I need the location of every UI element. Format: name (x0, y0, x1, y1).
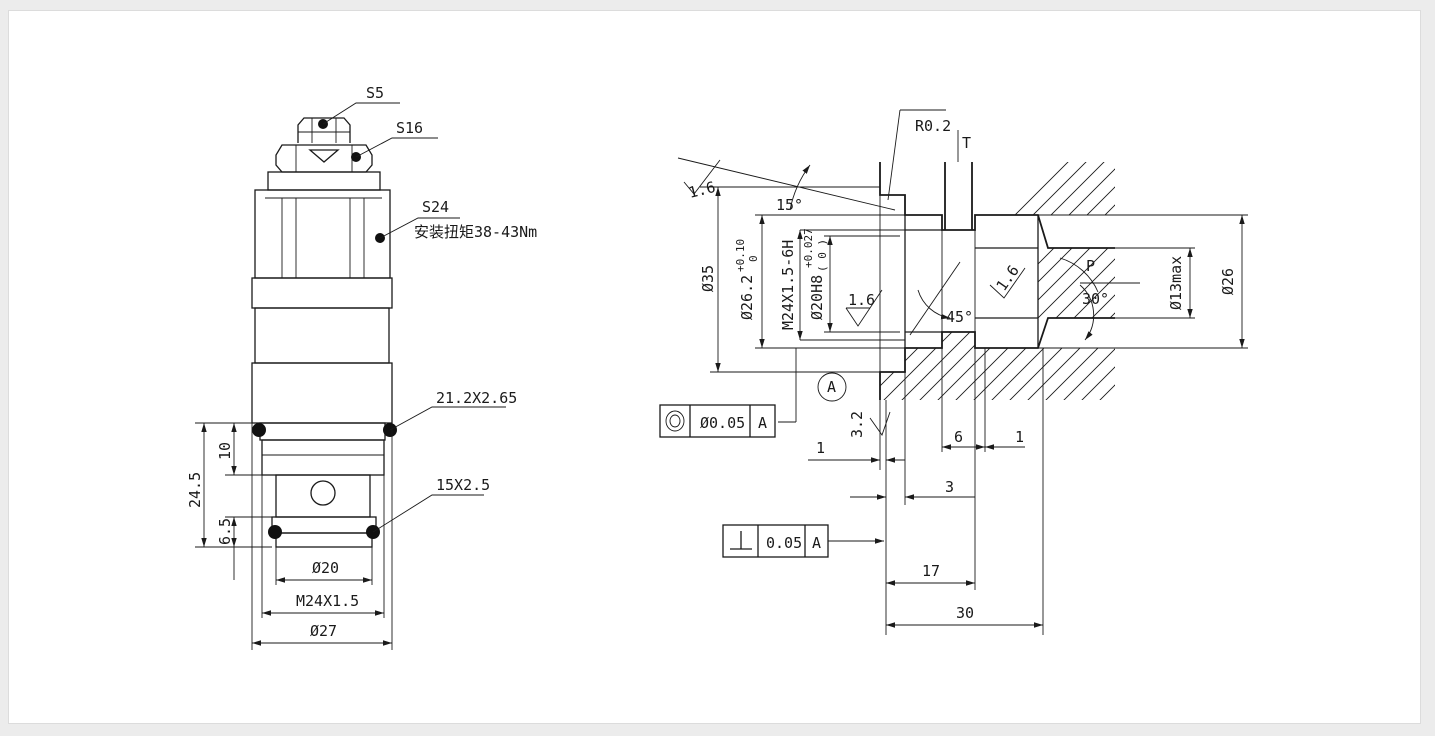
label-angle-15: 15° (776, 196, 803, 214)
dim-d26-2: Ø26.2 (738, 275, 756, 320)
dim-tol-20-lower: ( 0 ) (816, 239, 829, 272)
section-hatch-line (1126, 150, 1386, 410)
dim-len-17: 17 (922, 562, 940, 580)
label-datum-a: A (827, 378, 836, 396)
tol-frame2-value: 0.05 (766, 534, 802, 552)
section-hatch-line (1107, 162, 1115, 400)
section-hatch-line (1017, 162, 1115, 400)
cartridge-valve-view: S5 S16 S24 安装扭矩38-43Nm 21.2X2.65 15X2.5 … (186, 84, 537, 650)
dim-tol-26-lower: 0 (747, 255, 760, 262)
dim-len-30: 30 (956, 604, 974, 622)
section-hatch-line (1162, 150, 1422, 410)
section-hatch-line (1053, 162, 1115, 400)
dim-len-6: 6 (954, 428, 963, 446)
dim-d20h8: Ø20H8 (808, 275, 826, 320)
section-hatch-line (1071, 162, 1115, 400)
dim-len-24-5: 24.5 (186, 472, 204, 508)
tol-frame1-datum: A (758, 414, 767, 432)
dim-d13max: Ø13max (1167, 256, 1185, 310)
label-torque: 安装扭矩38-43Nm (414, 223, 537, 241)
label-s5: S5 (366, 84, 384, 102)
dim-tol-26-upper: +0.10 (734, 239, 747, 272)
drawing-sheet (8, 10, 1421, 724)
dim-len-6-5: 6.5 (216, 518, 234, 545)
section-hatch-line (945, 162, 1115, 400)
label-roughness-4: 3.2 (848, 411, 866, 438)
section-hatch-line (880, 162, 1115, 400)
label-port-t: T (962, 134, 971, 152)
label-angle-30: 30° (1082, 290, 1109, 308)
dim-d27: Ø27 (310, 622, 337, 640)
label-angle-45: 45° (946, 308, 973, 326)
dim-len-1a: 1 (816, 439, 825, 457)
label-oring-lower: 15X2.5 (436, 476, 490, 494)
tol-frame1-value: Ø0.05 (700, 414, 745, 432)
label-radius: R0.2 (915, 117, 951, 135)
dim-d20: Ø20 (312, 559, 339, 577)
section-hatch-line (880, 162, 1099, 400)
dim-tol-20-upper: +0.027 (802, 228, 815, 268)
label-roughness-3: 1.6 (993, 262, 1023, 295)
section-hatch-line (891, 162, 1115, 400)
section-hatch-line (880, 162, 1081, 400)
dim-len-3: 3 (945, 478, 954, 496)
section-hatch-line (981, 162, 1115, 400)
tol-frame2-datum: A (812, 534, 821, 552)
label-oring-upper: 21.2X2.65 (436, 389, 517, 407)
dim-thread: M24X1.5 (296, 592, 359, 610)
label-s24: S24 (422, 198, 449, 216)
dim-d35: Ø35 (699, 265, 717, 292)
label-roughness-2: 1.6 (848, 291, 875, 309)
dim-thread-6h: M24X1.5-6H (779, 240, 797, 330)
section-hatch-line (1035, 162, 1115, 400)
section-hatch-line (927, 162, 1115, 400)
cavity-section-view: R0.2 T P 15° 45° 30° 1.6 1.6 1.6 3.2 A Ø… (659, 109, 1422, 635)
section-hatch-line (909, 162, 1115, 400)
label-s16: S16 (396, 119, 423, 137)
section-hatch-line (963, 162, 1115, 400)
dim-d26: Ø26 (1219, 268, 1237, 295)
dim-len-10: 10 (216, 442, 234, 460)
label-roughness-1: 1.6 (687, 178, 718, 202)
label-port-p: P (1086, 257, 1095, 275)
dim-len-1b: 1 (1015, 428, 1024, 446)
